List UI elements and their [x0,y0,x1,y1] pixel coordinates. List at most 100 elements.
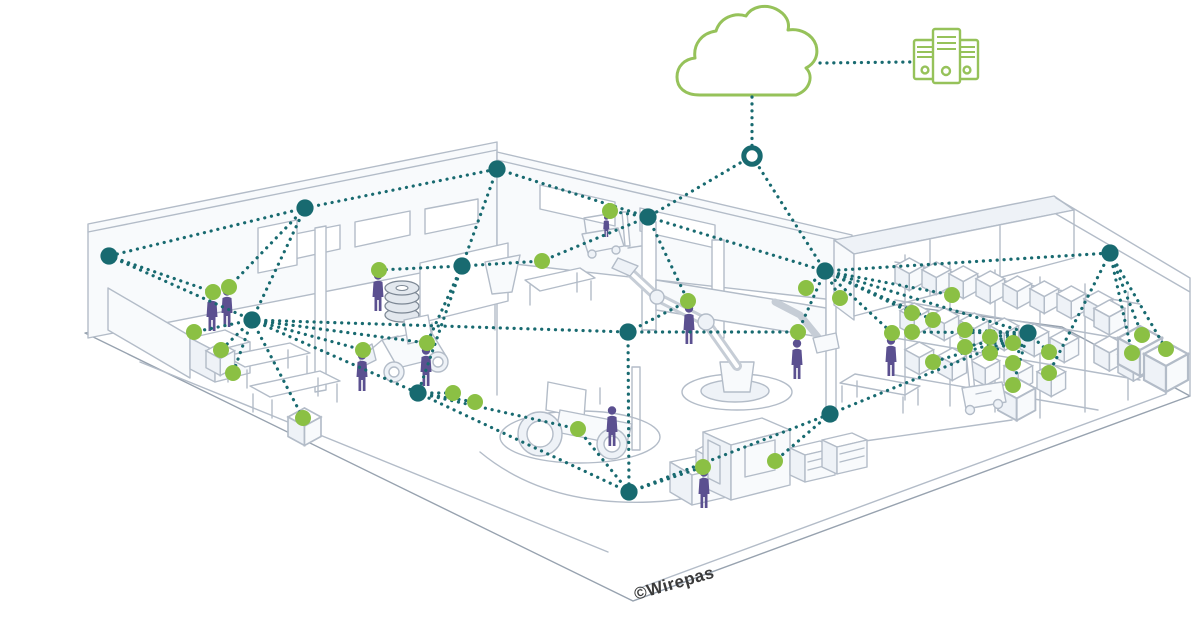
router-node [243,311,261,329]
mesh-link [1108,251,1144,337]
mesh-link [250,318,305,420]
assembly-station [484,254,596,306]
mesh-link [107,206,307,258]
sensor-node [295,410,311,426]
left-wall [87,141,498,393]
mesh-link [823,269,894,335]
mesh-network-layer [100,60,1174,501]
sensor-node [925,312,941,328]
mesh-link [823,269,842,300]
gateway-ring [741,145,763,167]
router-node [1019,324,1037,342]
sensor-node [982,345,998,361]
sensor-node [213,342,229,358]
sensor-node [925,354,941,370]
router-node [488,160,506,178]
sensor-node [1041,344,1057,360]
tire-stack [384,280,420,323]
router-node [619,323,637,341]
router-node [409,384,427,402]
robot-gripper [611,257,639,277]
mesh-link [823,269,954,297]
mesh-link [931,331,1030,364]
sensor-node [884,325,900,341]
sensor-node [602,203,618,219]
sensor-node [832,290,848,306]
mesh-link [963,331,1030,349]
pillar [641,221,657,331]
mesh-link [626,330,631,494]
sensor-node [904,305,920,321]
mesh-link [646,154,754,219]
sensor-node [1041,365,1057,381]
mesh-link [540,215,650,263]
mesh-link [818,60,912,65]
router-node [639,208,657,226]
mesh-link [250,318,365,352]
mesh-link [646,215,690,303]
mesh-link [303,167,499,210]
server-stack-icon [912,27,980,85]
worker-figure [885,336,897,376]
workbench-table [249,370,341,398]
mesh-link [416,264,464,395]
mesh-link [750,154,827,273]
mesh-link [377,264,464,272]
mesh-link [773,412,832,463]
mesh-link [626,299,690,334]
drawer-cabinets [789,432,868,483]
mesh-link [250,318,630,334]
mesh-link [416,391,580,431]
mesh-link [627,412,832,494]
mesh-link [416,391,631,494]
sensor-node [467,394,483,410]
sensor-node [680,293,696,309]
pillar [314,225,327,393]
router-node [1101,244,1119,262]
mesh-link [1026,331,1051,354]
mesh-link [250,318,420,395]
sensor-node [1124,345,1140,361]
sensor-node [419,335,435,351]
mesh-link [796,269,827,334]
mesh-link [107,254,254,322]
sensor-node [186,324,202,340]
sensor-node [1005,377,1021,393]
back-wall [496,151,853,451]
mesh-link [1011,331,1030,387]
sensor-node [225,365,241,381]
mesh-link [823,269,935,322]
watermark-caption: ©Wirepas [632,563,717,604]
router-node [816,262,834,280]
router-node [296,199,314,217]
mesh-link [828,331,1030,416]
mesh-link [1108,251,1168,351]
sensor-node [767,453,783,469]
right-wall [1055,197,1191,397]
floor-road [139,361,609,553]
sensor-node [944,287,960,303]
sensor-node [445,385,461,401]
sensor-node [205,284,221,300]
mesh-link [250,206,307,322]
mesh-link [823,251,1112,273]
window [354,210,411,248]
mesh-link [495,167,650,219]
sensor-node [221,279,237,295]
sensor-node [1134,327,1150,343]
mesh-link [231,318,254,375]
sensor-node [371,262,387,278]
router-node [620,483,638,501]
sensor-node [790,324,806,340]
left-furniture [107,287,341,447]
forklift [581,211,642,259]
sensor-node [570,421,586,437]
sensor-node [982,329,998,345]
mesh-link [460,259,544,268]
cloud-icon [675,4,819,97]
mesh-link [250,318,429,345]
router-node [453,257,471,275]
sensor-node [695,459,711,475]
